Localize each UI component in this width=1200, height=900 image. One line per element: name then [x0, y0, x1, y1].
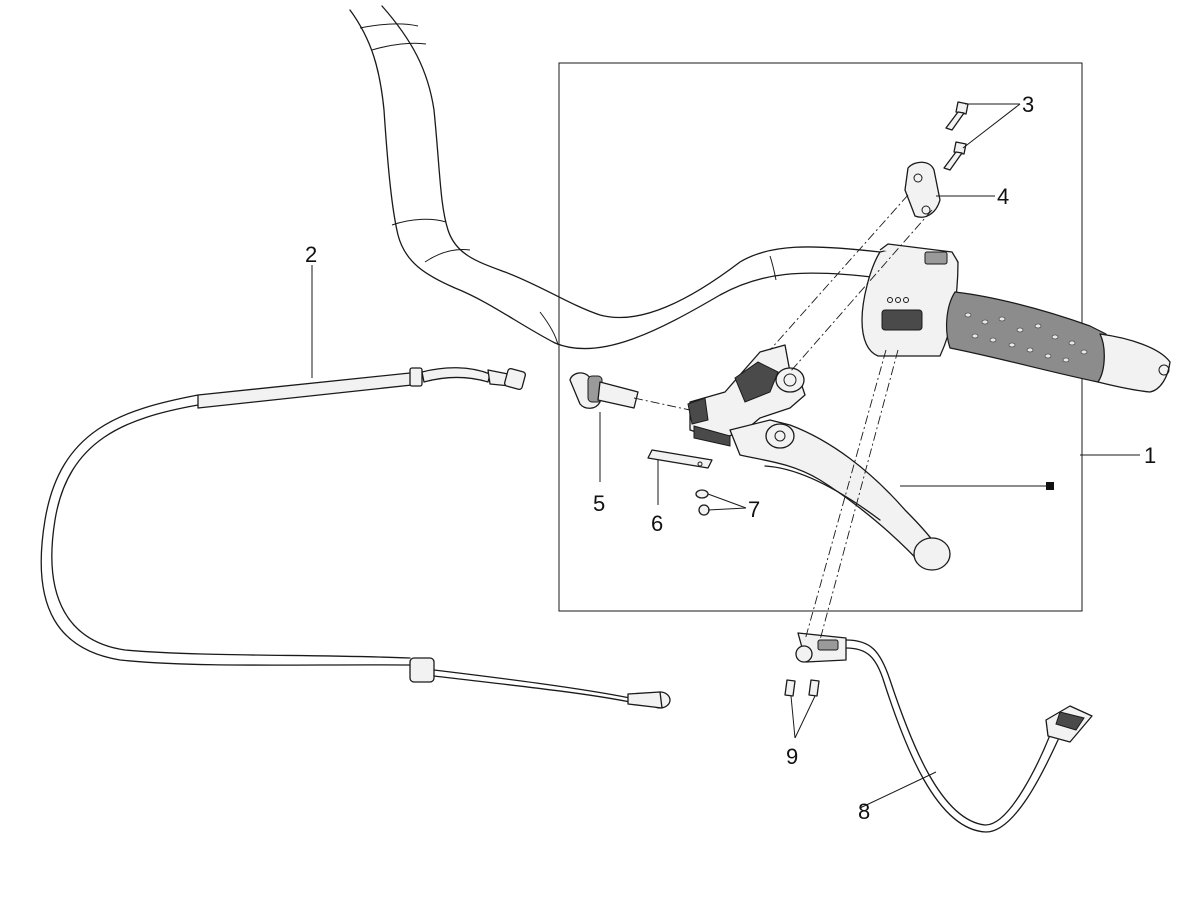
handlebar — [349, 5, 881, 350]
callout-labels: 1 2 3 4 5 6 7 8 9 — [305, 92, 1156, 824]
callout-5: 5 — [593, 491, 605, 516]
callout-8: 8 — [858, 799, 870, 824]
handlebar-grip — [945, 291, 1171, 393]
leader-lines — [311, 103, 1140, 809]
wire-harness-part-8 — [795, 632, 1093, 833]
switch-button-front — [881, 309, 923, 331]
callout-2: 2 — [305, 242, 317, 267]
clutch-lever-assembly — [687, 344, 951, 571]
switch-housing — [861, 243, 959, 357]
bracket-part-6 — [647, 449, 713, 469]
clamp-part-4 — [904, 161, 941, 218]
callout-7: 7 — [748, 497, 760, 522]
switch-button-top — [924, 251, 948, 265]
callout-6: 6 — [651, 511, 663, 536]
screws-part-9 — [784, 679, 820, 697]
clutch-cable-part-2 — [40, 367, 671, 709]
adjuster-part-5 — [569, 372, 639, 409]
nut-screw-part-7 — [695, 489, 710, 516]
assembly-guide-lines — [633, 194, 933, 641]
callout-3: 3 — [1022, 92, 1034, 117]
callout-9: 9 — [786, 744, 798, 769]
callout-1: 1 — [1144, 443, 1156, 468]
callout-4: 4 — [997, 184, 1009, 209]
bolts-part-3 — [943, 101, 969, 171]
